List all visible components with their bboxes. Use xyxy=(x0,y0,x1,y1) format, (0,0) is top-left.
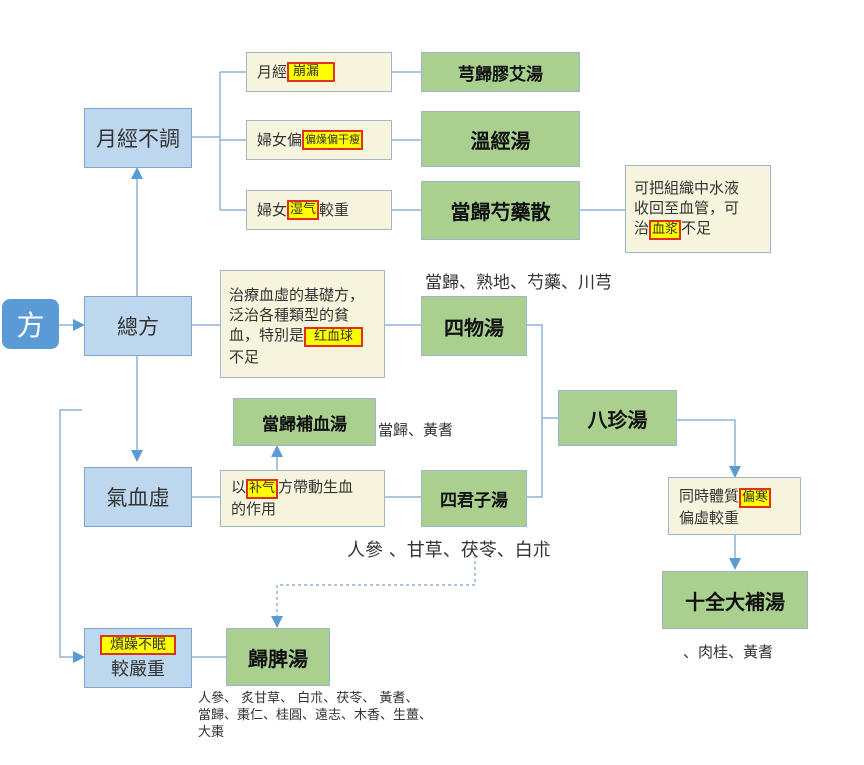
node-qixuexu-label: 氣血虛 xyxy=(106,486,170,510)
note-text: 較重 xyxy=(319,200,350,219)
highlight-pianhan: 偏寒 xyxy=(739,488,772,508)
highlight-pianzao: 偏燥偏干瘦 xyxy=(302,130,364,150)
herbs-sijunzi: 人參 、甘草、茯苓、白朮 xyxy=(347,540,551,561)
note-line: 的作用 xyxy=(231,500,277,518)
formula-sijunzi: 四君子湯 xyxy=(421,470,527,527)
note-fupian: 婦女偏 偏燥偏干瘦 xyxy=(246,120,392,160)
note-line: 收回至血管，可 xyxy=(634,199,740,217)
formula-dangguibuxue: 當歸補血湯 xyxy=(233,398,376,446)
node-jiaoyanzhong-label: 較嚴重 xyxy=(111,659,165,680)
formula-label: 歸脾湯 xyxy=(248,646,308,671)
formula-guipi: 歸脾湯 xyxy=(226,628,330,686)
highlight-buqi: 补气 xyxy=(246,479,279,499)
note-shaoyao-desc: 可把組織中水液 收回至血管，可 治血浆不足 xyxy=(625,165,771,253)
herbs-buxue: 當歸、黃耆 xyxy=(378,421,454,439)
node-zongfang-label: 總方 xyxy=(117,315,159,339)
note-text: 婦女 xyxy=(257,200,288,219)
note-text: 婦女偏 xyxy=(257,130,303,149)
formula-dangguishaoyao: 當歸芍藥散 xyxy=(421,181,580,240)
herbs-shiquan: 、肉桂、黃耆 xyxy=(683,643,774,661)
herbs-guipi: 人參、 炙甘草、 白朮、茯苓、 黃耆、 當歸、棗仁、桂圓、遠志、木香、生薑、 大… xyxy=(198,690,432,741)
note-text: 治 xyxy=(634,219,650,237)
highlight-hongxueqiu: 红血球 xyxy=(304,327,364,347)
node-yuejing: 月經不調 xyxy=(84,108,192,168)
formula-label: 四物湯 xyxy=(444,315,504,340)
root-node: 方 xyxy=(2,299,59,349)
note-text: 月經 xyxy=(257,62,288,81)
note-fushi: 婦女 湿气 較重 xyxy=(246,190,392,230)
formula-label: 當歸補血湯 xyxy=(262,414,347,435)
note-text: 血，特別是 xyxy=(229,326,305,344)
note-line: 治療血虛的基礎方， xyxy=(229,286,365,304)
highlight-xuejiang: 血浆 xyxy=(649,220,682,240)
root-label: 方 xyxy=(16,309,45,342)
note-line: 同時體質偏寒 xyxy=(679,486,790,508)
highlight-fanzao: 煩躁不眠 xyxy=(100,635,176,655)
note-text: 同時體質 xyxy=(679,487,740,505)
formula-label: 四君子湯 xyxy=(440,491,508,511)
note-text: 不足 xyxy=(681,219,712,237)
note-line: 不足 xyxy=(229,348,260,366)
formula-wenjing: 溫經湯 xyxy=(421,111,580,167)
node-yuejing-label: 月經不調 xyxy=(96,127,180,151)
node-jiaoyanzhong: 煩躁不眠 較嚴重 xyxy=(84,628,192,688)
node-zongfang: 總方 xyxy=(84,296,192,356)
highlight-bengluo: 崩漏 xyxy=(287,62,336,82)
formula-label: 溫經湯 xyxy=(470,128,531,153)
formula-xiongguijiaoai: 芎歸膠艾湯 xyxy=(421,52,580,92)
formula-siwu: 四物湯 xyxy=(421,296,527,356)
formula-label: 十全大補湯 xyxy=(685,589,785,614)
note-text: 以 xyxy=(231,478,247,496)
formula-shiquan: 十全大補湯 xyxy=(662,571,808,629)
note-yuejing-beng: 月經 崩漏 xyxy=(246,52,392,92)
note-line: 泛治各種類型的貧 xyxy=(229,306,350,324)
formula-label: 芎歸膠艾湯 xyxy=(458,64,543,85)
note-line: 偏虛較重 xyxy=(679,509,740,527)
node-qixuexu: 氣血虛 xyxy=(84,467,192,527)
highlight-shiqi: 湿气 xyxy=(287,200,320,220)
formula-label: 當歸芍藥散 xyxy=(450,200,551,224)
note-line: 血，特別是红血球 xyxy=(229,325,376,347)
herbs-line: 人參、 炙甘草、 白朮、茯苓、 黃耆、 xyxy=(198,691,419,706)
note-bazhen-desc: 同時體質偏寒 偏虛較重 xyxy=(668,477,801,535)
herbs-line: 大棗 xyxy=(198,725,225,740)
formula-label: 八珍湯 xyxy=(587,407,648,432)
herbs-line: 當歸、棗仁、桂圓、遠志、木香、生薑、 xyxy=(198,708,433,723)
note-siwu-desc: 治療血虛的基礎方， 泛治各種類型的貧 血，特別是红血球 不足 xyxy=(220,270,385,378)
note-line: 可把組織中水液 xyxy=(634,179,740,197)
formula-bazhen: 八珍湯 xyxy=(558,390,677,446)
note-line: 治血浆不足 xyxy=(634,218,762,240)
herbs-siwu: 當歸、熟地、芍藥、川芎 xyxy=(425,273,612,293)
note-buqi-desc: 以补气方帶動生血 的作用 xyxy=(220,470,385,527)
note-text: 方帶動生血 xyxy=(278,478,354,496)
note-line: 以补气方帶動生血 xyxy=(231,477,374,499)
